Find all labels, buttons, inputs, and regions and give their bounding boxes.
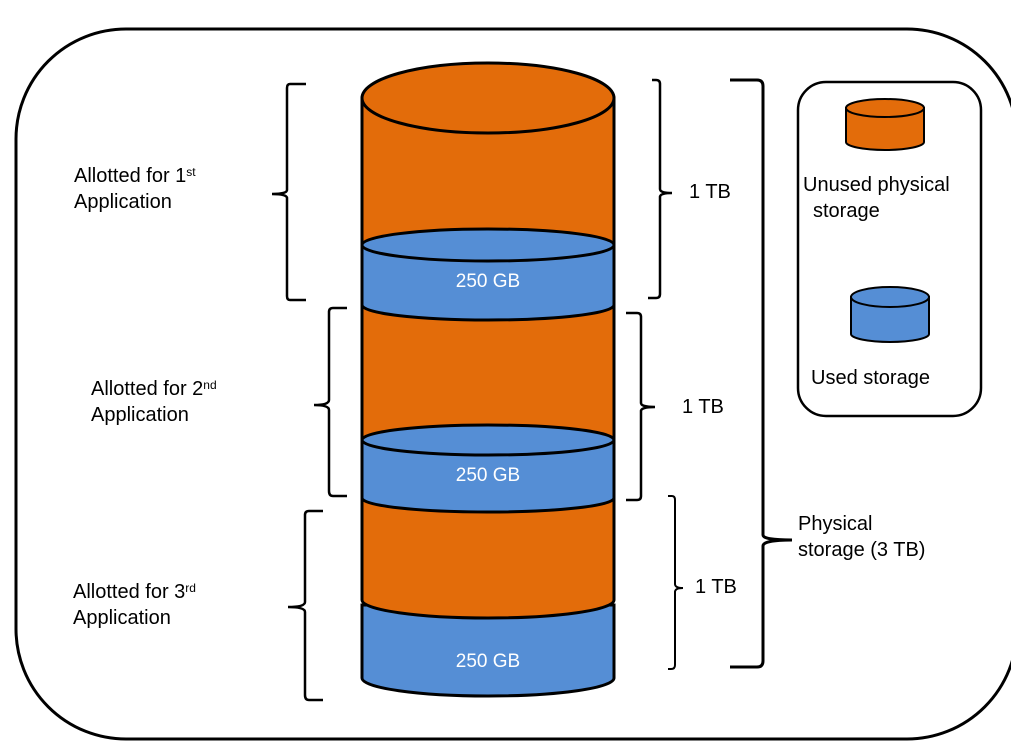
physical-storage-line1: Physical — [798, 513, 873, 535]
legend-box — [796, 80, 983, 418]
cylinder-top — [360, 61, 616, 135]
brace-right-2 — [626, 311, 656, 502]
allotted-label-3: 1 TB — [695, 576, 737, 598]
legend-unused-icon — [845, 98, 925, 151]
brace-right-3 — [668, 495, 684, 670]
brace-left-1 — [271, 82, 306, 302]
brace-left-2 — [313, 306, 347, 498]
app-label-1-sup: st — [186, 165, 196, 179]
cylinder-segment-1 — [360, 61, 616, 322]
app-label-3-line2: Application — [73, 607, 171, 629]
allotted-label-1: 1 TB — [689, 181, 731, 203]
app-label-3: Allotted for 3rd Application — [73, 579, 196, 631]
outer-frame — [14, 27, 1011, 741]
legend-used-label: Used storage — [811, 367, 930, 389]
legend-unused-line1: Unused physical — [803, 174, 950, 196]
used-top-2 — [360, 423, 616, 457]
app-label-2-line2: Application — [91, 404, 189, 426]
app-label-2-sup: nd — [203, 378, 217, 392]
legend-unused-line2: storage — [813, 200, 880, 222]
used-label-1: 250 GB — [455, 271, 521, 292]
physical-storage-line2: storage (3 TB) — [798, 539, 926, 561]
app-label-1-main: Allotted for 1 — [74, 165, 187, 187]
used-top-1 — [360, 227, 616, 263]
used-label-3: 250 GB — [455, 651, 521, 672]
cylinder-segment-3 — [360, 496, 616, 698]
used-band-1 — [360, 243, 616, 322]
allotted-label-2: 1 TB — [682, 396, 724, 418]
brace-right-1 — [648, 78, 673, 300]
brace-physical — [730, 78, 793, 669]
legend-unused-label: Unused physical storage — [803, 172, 950, 224]
app-label-1-line2: Application — [74, 191, 172, 213]
app-label-1: Allotted for 1st Application — [74, 163, 196, 215]
app-label-2: Allotted for 2nd Application — [91, 376, 217, 428]
legend-used-icon — [850, 286, 930, 343]
used-band-2 — [360, 438, 616, 514]
cylinder-segment-2 — [360, 298, 616, 514]
app-label-3-sup: rd — [185, 581, 196, 595]
used-band-3 — [360, 603, 616, 698]
brace-left-3 — [287, 509, 323, 702]
used-label-2: 250 GB — [455, 465, 521, 486]
physical-storage-label: Physical storage (3 TB) — [798, 511, 925, 563]
app-label-2-main: Allotted for 2 — [91, 378, 204, 400]
app-label-3-main: Allotted for 3 — [73, 581, 186, 603]
unused-band-3 — [360, 496, 616, 620]
